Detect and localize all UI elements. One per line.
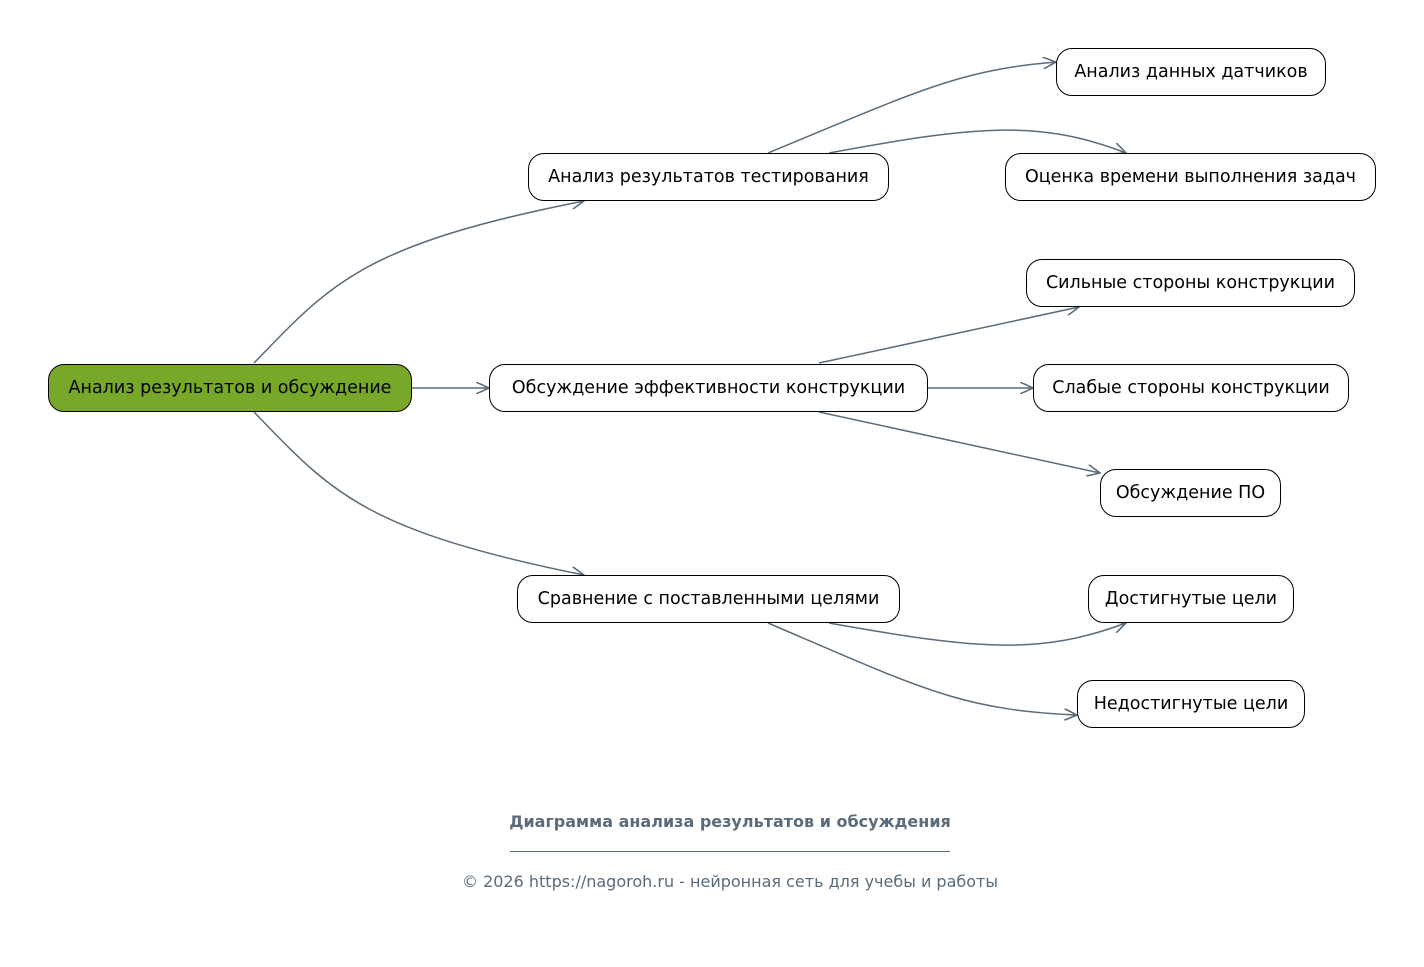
edge-testing-to-time: [828, 129, 1126, 153]
leaf-node-sensors: Анализ данных датчиков: [1056, 48, 1326, 96]
root-node: Анализ результатов и обсуждение: [48, 364, 412, 412]
branch-node-design: Обсуждение эффективности конструкции: [489, 364, 928, 412]
edge-root-to-goals: [253, 411, 584, 575]
leaf-node-achieved: Достигнутые цели: [1088, 575, 1294, 623]
edge-design-to-software: [818, 411, 1100, 473]
branch-node-testing: Анализ результатов тестирования: [528, 153, 889, 201]
copyright-footer: © 2026 https://nagoroh.ru - нейронная се…: [461, 872, 998, 891]
edge-testing-to-sensors: [767, 62, 1056, 154]
leaf-node-software: Обсуждение ПО: [1100, 469, 1281, 517]
edge-goals-to-unachieved: [767, 622, 1077, 715]
leaf-node-strengths: Сильные стороны конструкции: [1026, 259, 1355, 307]
edge-design-to-strengths: [818, 307, 1079, 364]
caption-divider: [510, 851, 950, 852]
leaf-node-unachieved: Недостигнутые цели: [1077, 680, 1305, 728]
leaf-node-weaknesses: Слабые стороны конструкции: [1033, 364, 1349, 412]
branch-node-goals: Сравнение с поставленными целями: [517, 575, 900, 623]
diagram-title: Диаграмма анализа результатов и обсужден…: [509, 812, 951, 831]
edge-root-to-testing: [253, 201, 584, 364]
leaf-node-time: Оценка времени выполнения задач: [1005, 153, 1376, 201]
edge-goals-to-achieved: [828, 623, 1126, 646]
